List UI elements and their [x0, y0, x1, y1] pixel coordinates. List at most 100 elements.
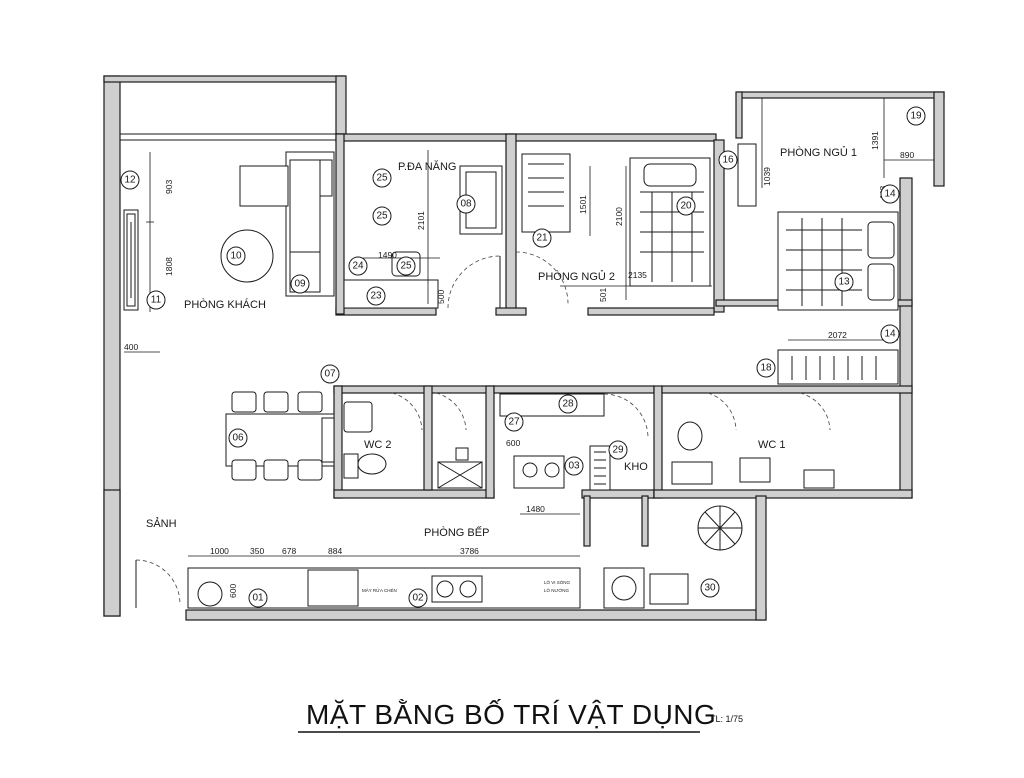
tag-06: 06	[228, 428, 248, 448]
svg-text:16: 16	[722, 155, 734, 166]
tag-12: 12	[120, 170, 140, 190]
plant-icon	[697, 505, 743, 551]
drawing-scale: TL: 1/75	[710, 714, 743, 724]
room-label-multipurpose: P.ĐA NĂNG	[398, 160, 457, 173]
room-label-wc-2: WC 2	[364, 439, 392, 451]
tag-19: 19	[906, 106, 926, 126]
svg-text:18: 18	[760, 363, 772, 374]
svg-text:21: 21	[536, 233, 548, 244]
tag-25-a: 25	[372, 168, 392, 188]
tag-24: 24	[348, 256, 368, 276]
appliance-label-oven: LÒ NƯỚNG	[544, 587, 569, 593]
svg-text:28: 28	[562, 399, 574, 410]
tag-21: 21	[532, 228, 552, 248]
tag-11: 11	[146, 290, 166, 310]
tag-20: 20	[676, 196, 696, 216]
dimension-1391: 1391	[870, 131, 880, 150]
svg-text:25: 25	[376, 211, 388, 222]
dimension-1490: 1490	[378, 250, 397, 260]
dimension-2101: 2101	[416, 211, 426, 230]
svg-text:29: 29	[612, 445, 624, 456]
tag-18: 18	[756, 358, 776, 378]
tag-14-lower: 14	[880, 324, 900, 344]
dimension-350: 350	[250, 546, 264, 556]
svg-text:25: 25	[400, 261, 412, 272]
svg-text:19: 19	[910, 111, 922, 122]
svg-text:03: 03	[568, 461, 580, 472]
dimension-2135: 2135	[628, 270, 647, 280]
drawing-title: MẶT BẰNG BỐ TRÍ VẬT DỤNG	[306, 698, 716, 730]
dimension-1000: 1000	[210, 546, 229, 556]
tag-25-b: 25	[372, 206, 392, 226]
svg-text:09: 09	[294, 279, 306, 290]
wc-2-fixtures	[343, 392, 483, 489]
tag-03: 03	[564, 456, 584, 476]
tag-09: 09	[290, 274, 310, 294]
dimension-600-kitchen: 600	[506, 438, 520, 448]
svg-text:14: 14	[884, 329, 896, 340]
svg-text:11: 11	[151, 295, 162, 306]
tag-23: 23	[366, 286, 386, 306]
kitchen-storage	[499, 393, 649, 515]
dimension-884: 884	[328, 546, 342, 556]
tag-13: 13	[834, 272, 854, 292]
room-label-bedroom-1: PHÒNG NGỦ 1	[780, 146, 857, 159]
tag-16: 16	[718, 150, 738, 170]
tag-28: 28	[558, 394, 578, 414]
tag-30: 30	[700, 578, 720, 598]
svg-text:25: 25	[376, 173, 388, 184]
tag-02: 02	[408, 588, 428, 608]
svg-text:10: 10	[230, 251, 242, 262]
dimension-678: 678	[282, 546, 296, 556]
room-label-storage: KHO	[624, 461, 648, 473]
dimension-1480: 1480	[526, 504, 545, 514]
svg-text:14: 14	[884, 189, 896, 200]
svg-text:12: 12	[124, 175, 136, 186]
dimension-1039: 1039	[762, 167, 772, 186]
svg-text:08: 08	[460, 199, 472, 210]
room-label-kitchen: PHÒNG BẾP	[424, 526, 489, 539]
room-label-lobby: SẢNH	[146, 517, 177, 530]
svg-text:24: 24	[352, 261, 364, 272]
tag-14-upper: 14	[880, 184, 900, 204]
tag-07: 07	[320, 364, 340, 384]
svg-text:02: 02	[412, 593, 424, 604]
appliance-label-microwave: LÒ VI SÓNG	[544, 579, 571, 585]
dimension-2072: 2072	[828, 330, 847, 340]
svg-text:30: 30	[704, 583, 716, 594]
tag-25-c: 25	[396, 256, 416, 276]
tag-29: 29	[608, 440, 628, 460]
multipurpose-room	[343, 150, 503, 309]
wc-1-fixtures	[671, 392, 835, 489]
room-label-living: PHÒNG KHÁCH	[184, 298, 266, 311]
dimension-600-counter: 600	[228, 584, 238, 598]
tag-01: 01	[248, 588, 268, 608]
dimension-1501: 1501	[578, 195, 588, 214]
room-label-wc-1: WC 1	[758, 439, 786, 451]
dimension-1808: 1808	[164, 257, 174, 276]
dimension-2100: 2100	[614, 207, 624, 226]
entrance-door	[135, 559, 181, 608]
svg-text:23: 23	[370, 291, 382, 302]
svg-text:27: 27	[508, 417, 520, 428]
bedroom-1	[737, 98, 934, 385]
walls	[103, 75, 945, 621]
tag-27: 27	[504, 412, 524, 432]
tag-08: 08	[456, 194, 476, 214]
svg-text:01: 01	[252, 593, 264, 604]
appliance-label-dishwasher: MÁY RỬA CHÉN	[362, 587, 397, 593]
dimension-903: 903	[164, 180, 174, 194]
dimension-890: 890	[900, 150, 914, 160]
bedroom-2	[515, 153, 712, 305]
room-label-bedroom-2: PHÒNG NGỦ 2	[538, 270, 615, 283]
dimension-3786: 3786	[460, 546, 479, 556]
dimension-400: 400	[124, 342, 138, 352]
svg-text:20: 20	[680, 201, 692, 212]
tag-10: 10	[226, 246, 246, 266]
dimension-501: 501	[598, 288, 608, 302]
svg-text:06: 06	[232, 433, 244, 444]
dimension-500: 500	[436, 290, 446, 304]
svg-text:13: 13	[838, 277, 850, 288]
svg-text:07: 07	[324, 369, 336, 380]
